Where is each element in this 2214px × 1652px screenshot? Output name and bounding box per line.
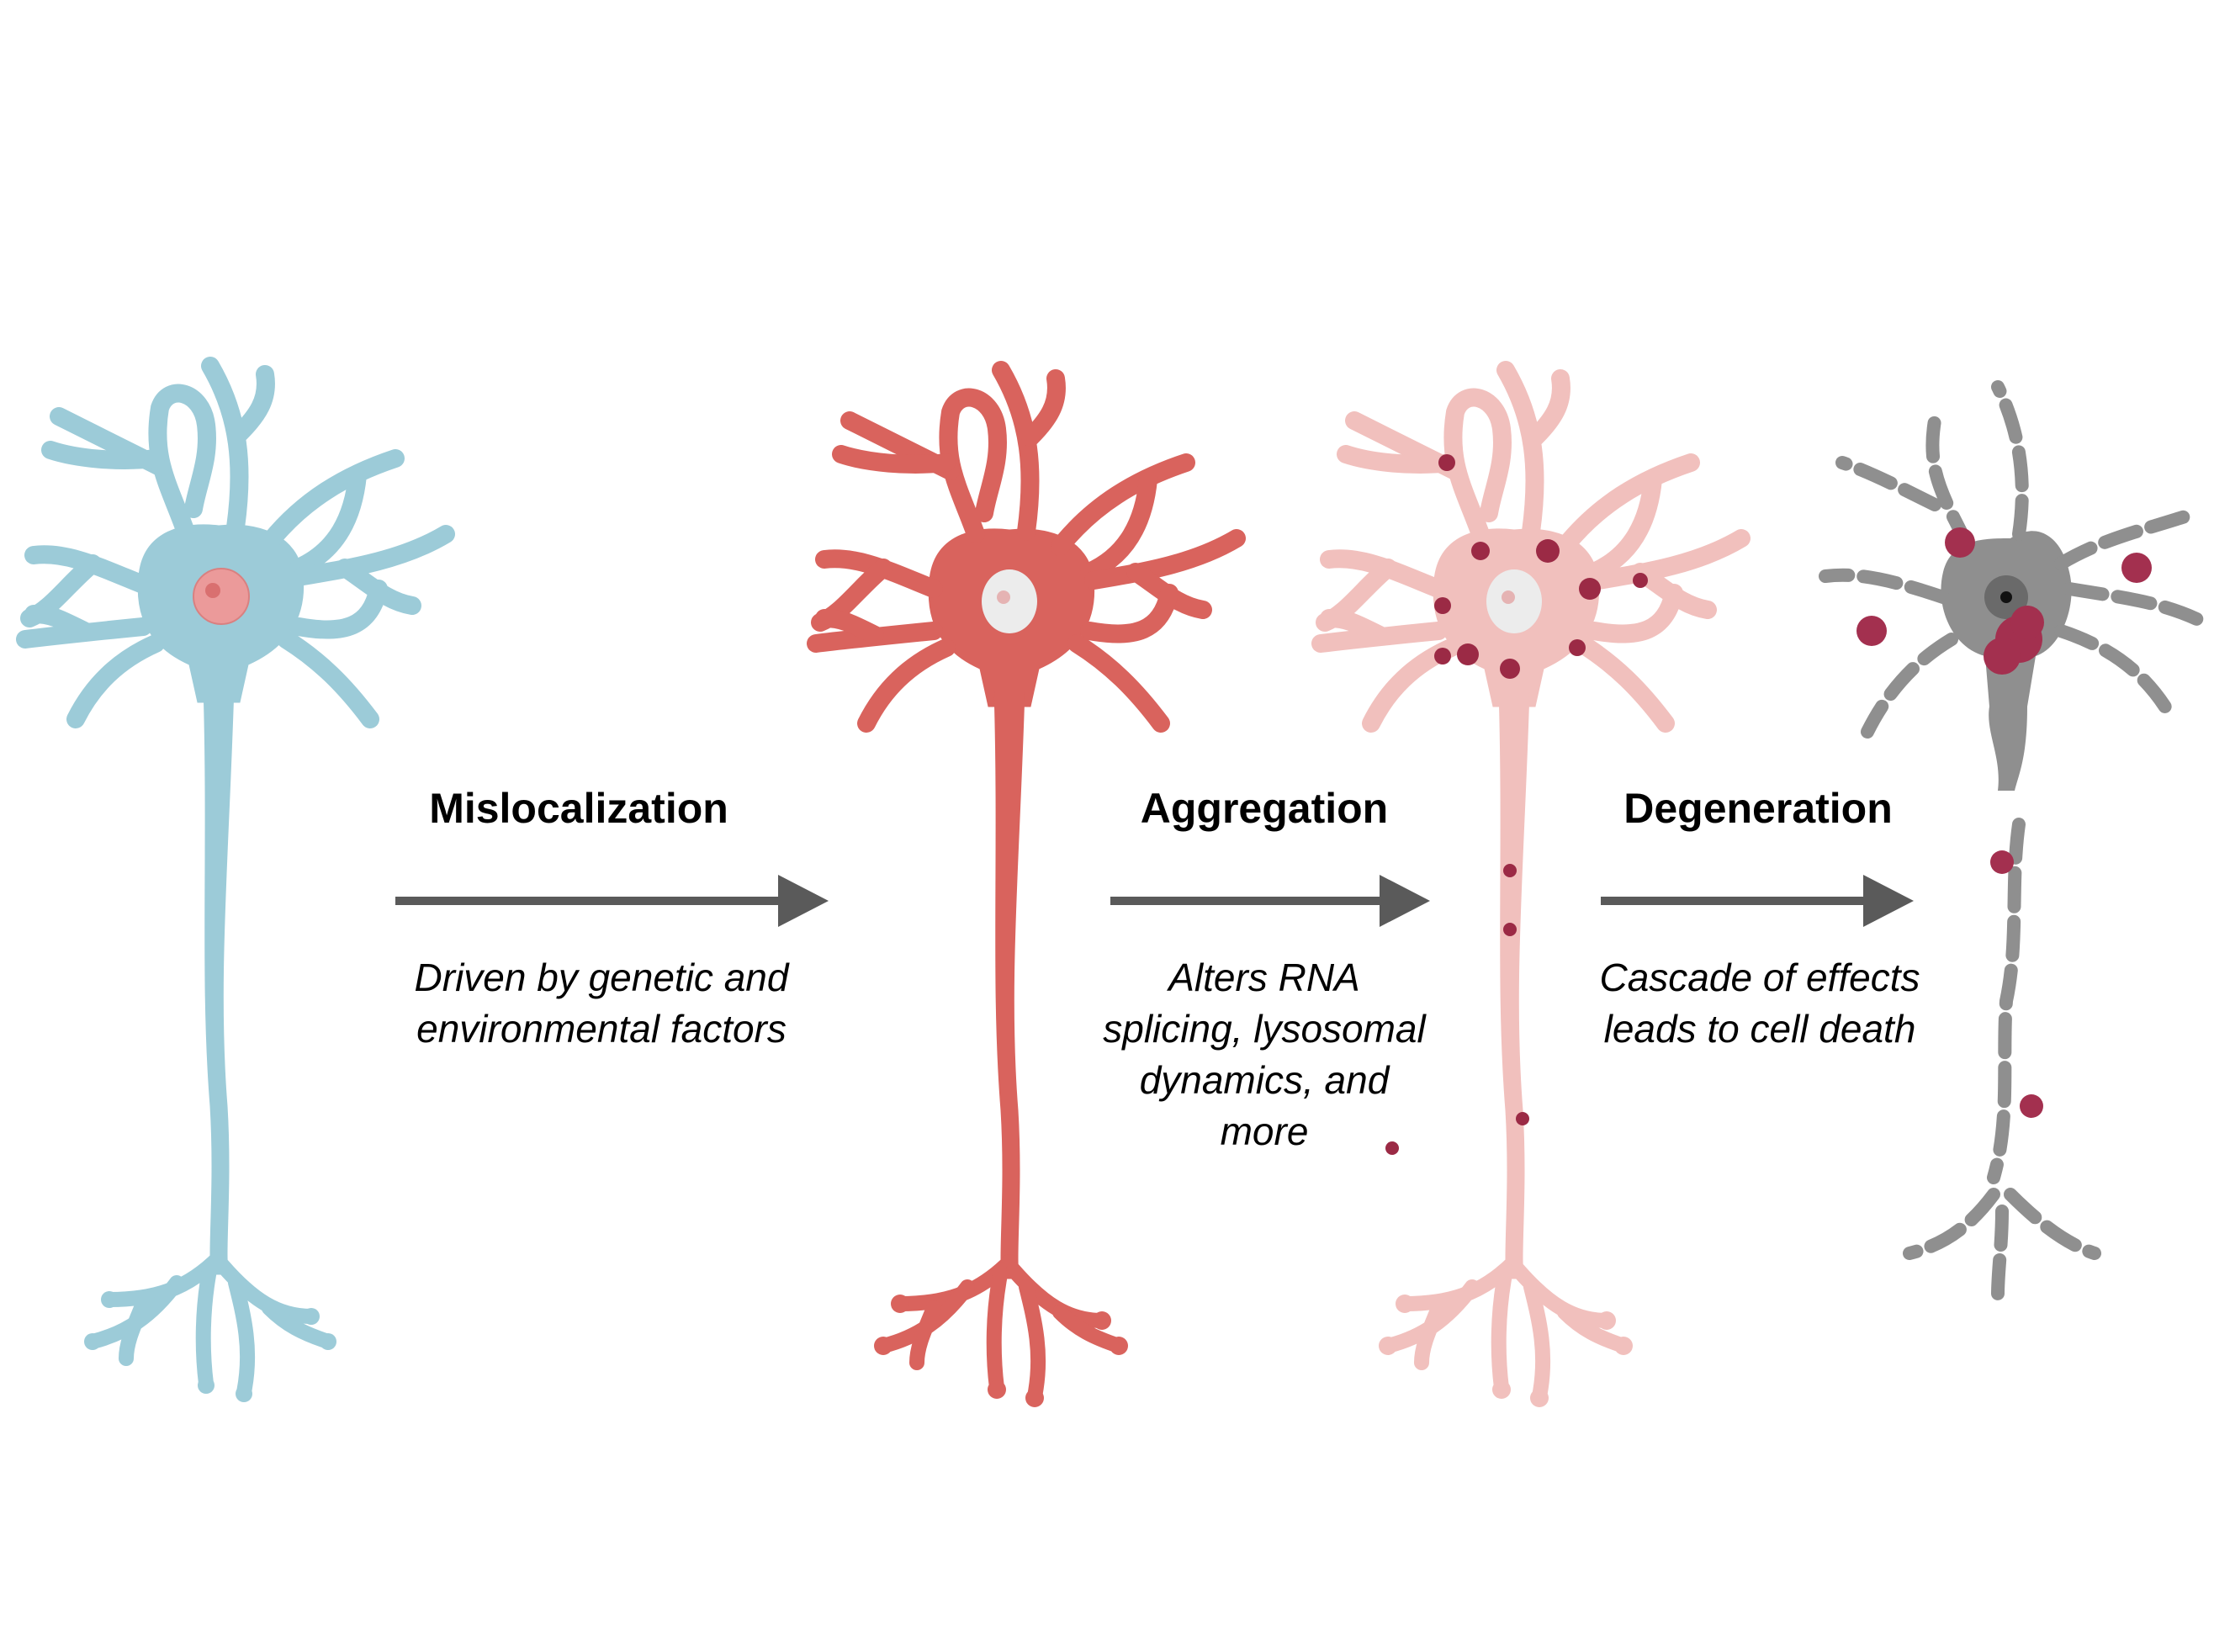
degenerated-neuron [1819,380,2211,1302]
nucleus [193,568,250,625]
transition-description-aggregation: Alters RNA splicing, lysosomal dynamics,… [1071,952,1458,1157]
transition-title-aggregation: Aggregation [1140,785,1389,832]
arrow-degeneration [1601,875,1914,927]
transition-title-mislocalization: Mislocalization [429,785,728,832]
arrow-mislocalization [395,875,829,927]
nucleolus [997,590,1010,604]
description-line: Cascade of effects [1599,956,1920,999]
nucleolus [205,583,220,598]
nucleolus [1502,590,1515,604]
nucleolus [2000,591,2012,603]
healthy-neuron [25,366,446,1402]
arrow-aggregation [1110,875,1430,927]
mislocalized-neuron [816,370,1237,1407]
transition-description-mislocalization: Driven by genetic and environmental fact… [366,952,837,1055]
protein-aggregates [1856,527,2152,1118]
nucleus [1486,569,1542,633]
description-line: splicing, lysosomal [1103,1007,1426,1051]
description-line: dynamics, and [1139,1058,1390,1102]
protein-aggregates [1385,454,1648,1155]
transition-title-degeneration: Degeneration [1623,785,1893,832]
description-line: leads to cell death [1603,1007,1916,1051]
aggregated-neuron [1321,370,1741,1407]
description-line: Alters RNA [1168,956,1360,999]
description-line: environmental factors [416,1007,787,1051]
description-line: more [1220,1109,1309,1153]
description-line: Driven by genetic and [414,956,789,999]
transition-description-degeneration: Cascade of effects leads to cell death [1566,952,1953,1055]
nucleus [982,569,1037,633]
